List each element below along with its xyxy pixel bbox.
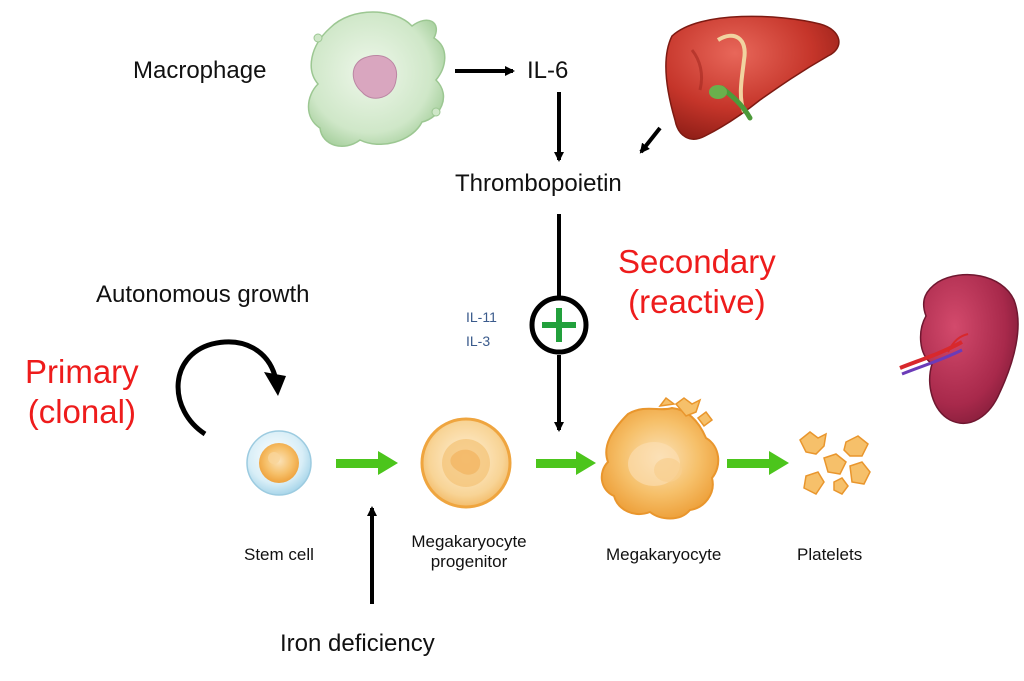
flow-arrow-megakaryocyte-to-platelets	[727, 451, 789, 475]
progenitor-label: Megakaryocyte progenitor	[407, 532, 531, 571]
liver-to-thrombopoietin-arrow	[639, 126, 662, 154]
label-macrophage: Macrophage	[133, 57, 267, 84]
spleen-icon	[899, 274, 1019, 425]
autonomous-growth-arrow-icon	[175, 339, 286, 437]
label-megakaryocyte-progenitor-line2: progenitor	[430, 551, 508, 571]
flow-arrow-stem-to-progenitor	[336, 451, 398, 475]
label-primary: Primary	[25, 353, 139, 390]
megakaryocyte-progenitor-icon	[420, 417, 512, 509]
megakaryocyte-icon	[600, 396, 720, 520]
label-il11: IL-11	[466, 309, 497, 325]
flow-arrow-progenitor-to-megakaryocyte	[536, 451, 596, 475]
label-il3: IL-3	[466, 332, 491, 349]
secondary-reactive-heading: Secondary (reactive)	[618, 242, 776, 321]
plus-circle-icon	[529, 295, 589, 355]
label-stem-cell: Stem cell	[244, 545, 314, 564]
label-autonomous-growth: Autonomous growth	[96, 281, 310, 308]
label-megakaryocyte-progenitor-line1: Megakaryocyte	[411, 532, 527, 551]
macrophage-cell-icon	[307, 11, 446, 147]
label-il6: IL-6	[527, 57, 569, 84]
stem-cell-icon	[246, 430, 312, 496]
platelets-icon	[799, 431, 871, 495]
primary-clonal-heading: Primary (clonal)	[25, 352, 139, 431]
cytokine-list: IL-11 IL-3	[466, 306, 497, 354]
label-iron-deficiency: Iron deficiency	[280, 630, 435, 657]
label-reactive: (reactive)	[628, 282, 766, 320]
label-platelets: Platelets	[797, 545, 863, 564]
label-thrombopoietin: Thrombopoietin	[455, 170, 622, 197]
label-megakaryocyte: Megakaryocyte	[606, 545, 722, 564]
label-clonal: (clonal)	[27, 392, 136, 430]
liver-icon	[665, 15, 840, 140]
label-secondary: Secondary	[618, 243, 776, 280]
